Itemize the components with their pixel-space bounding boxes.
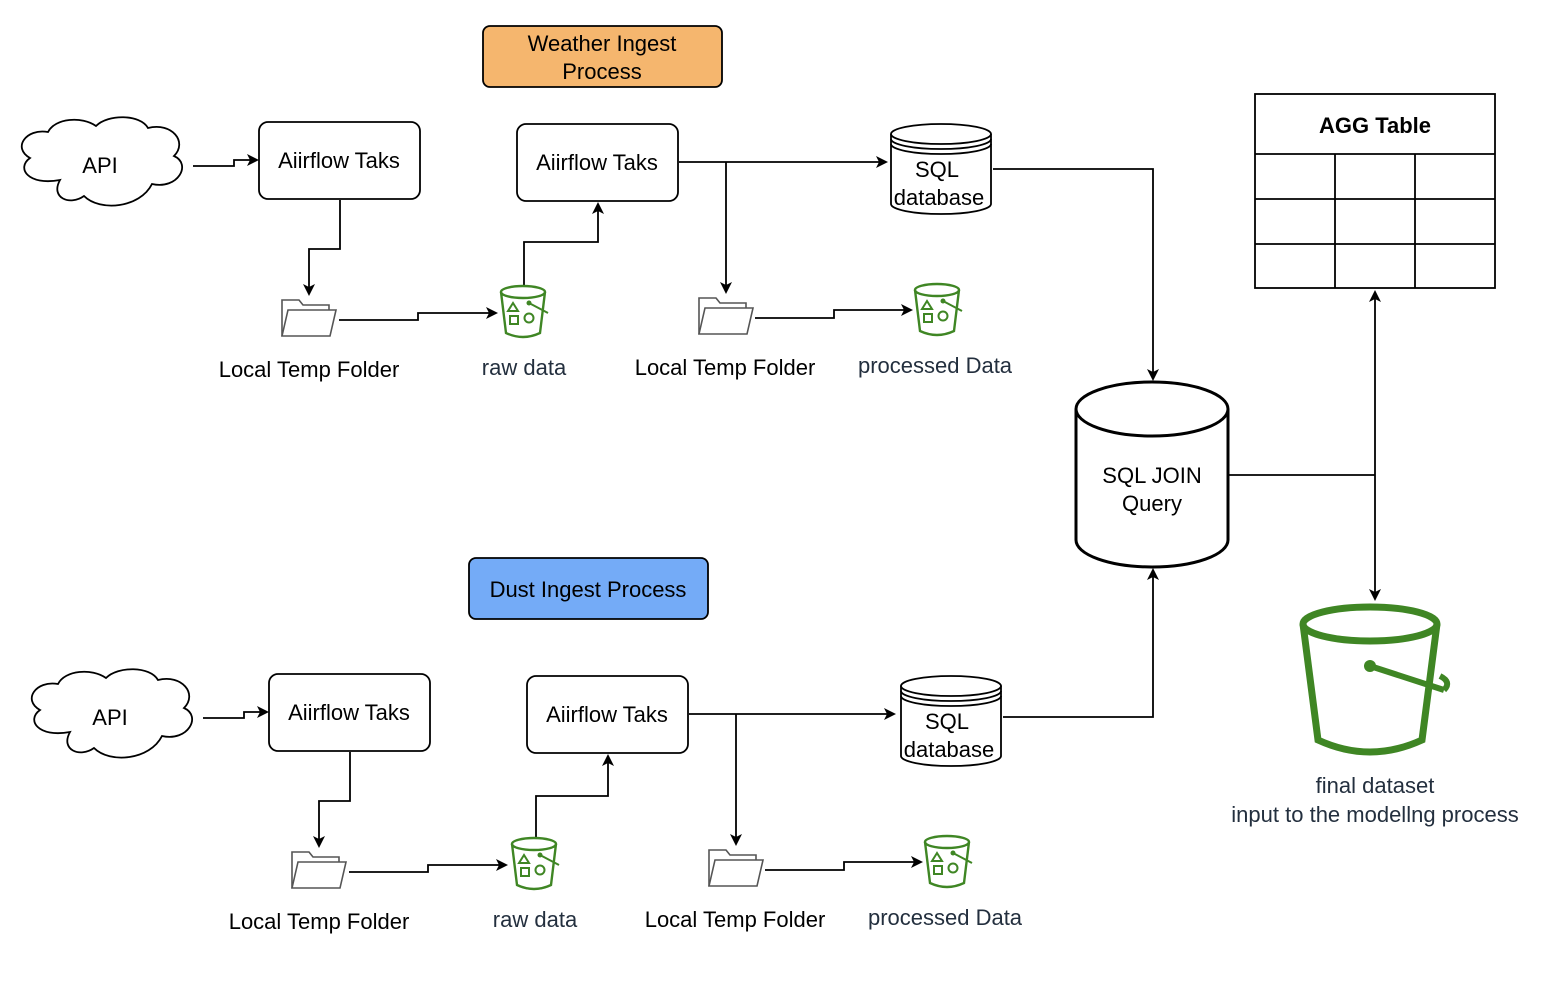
folder-icon <box>698 297 754 335</box>
edge-dust-folder-to-processed <box>765 856 923 871</box>
dust-api-cloud: API <box>30 668 193 759</box>
weather-raw-label: raw data <box>482 355 567 380</box>
bucket-icon <box>923 834 974 889</box>
edge-weather-raw-to-task2 <box>523 202 604 285</box>
weather-folder1-label: Local Temp Folder <box>219 357 400 382</box>
bucket-icon <box>913 282 964 337</box>
weather-local-folder-1: Local Temp Folder <box>219 299 400 382</box>
edge-dust-raw-to-task2 <box>535 754 614 837</box>
weather-api-cloud: API <box>20 116 183 207</box>
dust-sql-line2: database <box>904 737 995 762</box>
edge-dust-task1-to-folder <box>313 752 351 848</box>
edge-weather-api-to-task1 <box>193 154 259 167</box>
weather-banner-line2: Process <box>562 59 641 84</box>
weather-sql-line1: SQL <box>915 157 959 182</box>
final-line1: final dataset <box>1316 773 1435 798</box>
edge-dust-folder-to-raw <box>349 859 508 873</box>
final-dataset-bucket: final dataset input to the modellng proc… <box>1231 603 1519 827</box>
weather-local-folder-2: Local Temp Folder <box>635 297 816 380</box>
agg-table-title: AGG Table <box>1319 113 1431 138</box>
weather-task1-label: Aiirflow Taks <box>278 148 400 173</box>
weather-sql-line2: database <box>894 185 985 210</box>
dust-sql-database: SQL database <box>900 675 1002 767</box>
dust-local-folder-1: Local Temp Folder <box>229 851 410 934</box>
dust-raw-bucket: raw data <box>493 836 578 932</box>
dust-task2-label: Aiirflow Taks <box>546 702 668 727</box>
bucket-icon <box>499 284 550 339</box>
agg-table: AGG Table <box>1254 93 1496 289</box>
join-line2: Query <box>1122 491 1182 516</box>
edge-weather-folder-to-processed <box>755 304 913 319</box>
weather-task1: Aiirflow Taks <box>258 121 421 200</box>
dust-task2: Aiirflow Taks <box>526 675 689 754</box>
weather-banner-line1: Weather Ingest <box>528 31 677 56</box>
dust-raw-label: raw data <box>493 907 578 932</box>
folder-icon <box>281 299 337 337</box>
final-line2: input to the modellng process <box>1231 802 1518 827</box>
dust-banner: Dust Ingest Process <box>468 557 709 620</box>
database-icon <box>900 675 1002 767</box>
dust-task1-label: Aiirflow Taks <box>288 700 410 725</box>
dust-folder1-label: Local Temp Folder <box>229 909 410 934</box>
cloud-icon <box>20 116 183 207</box>
edge-dust-sql-to-join <box>1003 568 1159 718</box>
bucket-handle-anchor <box>1364 660 1376 672</box>
folder-icon <box>291 851 347 889</box>
weather-sql-database: SQL database <box>890 123 992 215</box>
weather-task2: Aiirflow Taks <box>516 123 679 202</box>
dust-sql-line1: SQL <box>925 709 969 734</box>
cloud-icon <box>30 668 193 759</box>
weather-task2-label: Aiirflow Taks <box>536 150 658 175</box>
weather-raw-bucket: raw data <box>482 284 567 380</box>
weather-folder2-label: Local Temp Folder <box>635 355 816 380</box>
connectors <box>193 154 1381 873</box>
database-icon <box>1074 380 1230 569</box>
dust-processed-label: processed Data <box>868 905 1023 930</box>
weather-processed-bucket: processed Data <box>858 282 1013 378</box>
dust-task1: Aiirflow Taks <box>268 673 431 752</box>
edge-dust-api-to-task1 <box>203 706 269 719</box>
edge-weather-task1-to-folder <box>303 200 341 296</box>
join-line1: SQL JOIN <box>1102 463 1201 488</box>
edge-weather-folder-to-raw <box>339 307 498 321</box>
dust-banner-label: Dust Ingest Process <box>490 577 687 602</box>
weather-api-label: API <box>82 153 117 178</box>
edge-weather-sql-to-join <box>993 168 1159 381</box>
bucket-icon <box>1299 603 1451 756</box>
dust-local-folder-2: Local Temp Folder <box>645 849 826 932</box>
sql-join-query: SQL JOIN Query <box>1074 380 1230 569</box>
folder-icon <box>708 849 764 887</box>
weather-banner: Weather Ingest Process <box>482 25 723 88</box>
dust-api-label: API <box>92 705 127 730</box>
dust-processed-bucket: processed Data <box>868 834 1023 930</box>
dust-folder2-label: Local Temp Folder <box>645 907 826 932</box>
bucket-icon <box>510 836 561 891</box>
database-icon <box>890 123 992 215</box>
weather-processed-label: processed Data <box>858 353 1013 378</box>
